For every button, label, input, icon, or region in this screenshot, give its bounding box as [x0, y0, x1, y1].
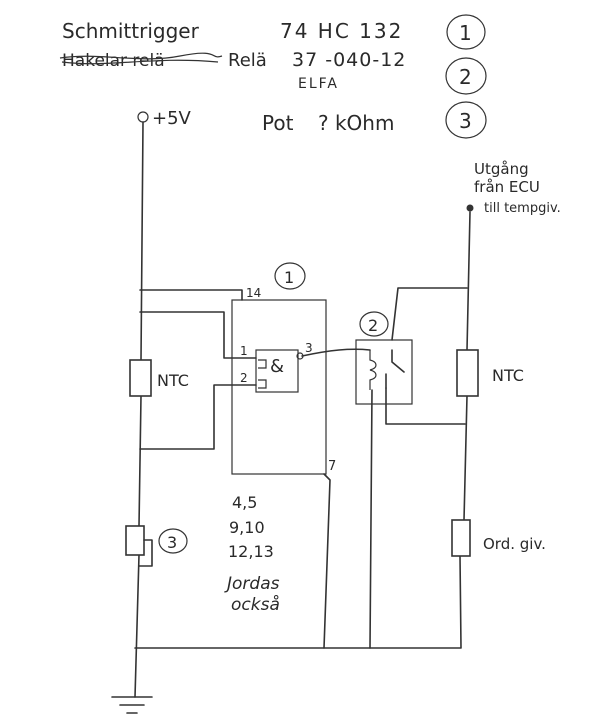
wire-vcc-to-chip	[139, 289, 243, 301]
ground-symbol	[111, 696, 153, 714]
chip-pin-in2: 2	[240, 371, 248, 385]
parts-list: Schmittrigger 74 HC 132 1 Hakelar relä R…	[59, 14, 487, 139]
pot-body	[125, 525, 145, 556]
nand-gate-body	[255, 349, 299, 393]
note-ref-circle-1	[446, 14, 486, 50]
ntc-left-body	[129, 359, 152, 397]
ground-note-2: 9,10	[229, 518, 265, 537]
temp-sensor: Ord. giv.	[451, 519, 546, 557]
wire-pin7	[323, 473, 331, 649]
ntc-left: NTC	[129, 359, 189, 397]
wire-relay-bottom	[385, 387, 466, 425]
note-schmitt-label: Schmittrigger	[62, 19, 200, 43]
relay-outline	[355, 339, 413, 405]
gate-symbol: &	[270, 356, 284, 377]
chip-ref-circle	[274, 262, 306, 290]
wire-left-rail	[134, 121, 144, 698]
chip-ref: 1	[284, 268, 294, 287]
output-terminal-dot	[466, 204, 474, 212]
wire-relay-top	[391, 287, 468, 341]
ntc-right: NTC	[456, 349, 524, 397]
ntc-right-body	[456, 349, 479, 397]
note-pot-part: ? kOhm	[318, 111, 394, 135]
ground-note-5: också	[231, 594, 280, 615]
supply-terminal-dot	[137, 111, 149, 123]
output-label-2: från ECU	[474, 178, 540, 196]
output-terminal: Utgång från ECU till tempgiv.	[466, 160, 561, 216]
wiring	[134, 121, 471, 698]
ground-note: 4,5 9,10 12,13 Jordas också	[224, 493, 280, 615]
relay-contact	[385, 349, 405, 389]
ntc-right-label: NTC	[492, 366, 524, 385]
note-ref-circle-2	[445, 57, 487, 95]
ground-note-3: 12,13	[228, 542, 274, 561]
note-schmitt-part: 74 HC 132	[280, 19, 403, 43]
wire-gate-out	[301, 348, 371, 357]
ntc-left-label: NTC	[157, 371, 189, 390]
relay-ref-circle	[359, 311, 389, 337]
supply-terminal: +5V	[137, 108, 192, 129]
pot-wiper	[138, 539, 153, 567]
note-relay-part: 37 -040-12	[292, 49, 406, 71]
chip-pin-gnd: 7	[328, 459, 336, 474]
note-ref-2: 2	[459, 65, 472, 89]
note-ref-circle-3	[445, 101, 487, 139]
note-pot-label: Pot	[262, 111, 294, 135]
wire-pin2	[139, 384, 257, 450]
schmitt-symbol-1	[258, 359, 267, 369]
output-label-3: till tempgiv.	[484, 201, 561, 216]
wire-right-rail	[463, 211, 471, 521]
gate-inverter-bubble	[296, 352, 304, 360]
chip-pin-out: 3	[305, 341, 313, 355]
wire-pin1	[139, 311, 257, 359]
sensor-body	[451, 519, 471, 557]
relay-ref: 2	[368, 316, 378, 335]
wire-relay-coil-gnd	[369, 389, 373, 649]
sensor-label: Ord. giv.	[483, 535, 546, 553]
chip-pin-in1: 1	[240, 344, 248, 358]
ground-note-1: 4,5	[232, 493, 257, 512]
pot-ref: 3	[167, 533, 177, 552]
supply-label: +5V	[152, 108, 192, 129]
schmitt-symbol-2	[258, 379, 267, 389]
ground-note-4: Jordas	[224, 574, 280, 594]
note-relay-label: Relä	[228, 50, 267, 71]
relay: 2	[355, 311, 413, 405]
pot-ref-circle	[158, 528, 188, 554]
output-label-1: Utgång	[474, 160, 529, 178]
ground-symbol-lines	[111, 696, 153, 714]
chip-pin-vcc: 14	[246, 286, 261, 300]
note-ref-1: 1	[459, 21, 472, 45]
note-ref-3: 3	[459, 109, 472, 133]
strike-through	[59, 52, 223, 65]
relay-coil	[369, 350, 377, 390]
potentiometer: 3	[125, 525, 188, 567]
note-relay-maker: ELFA	[298, 76, 339, 92]
wire-ground-bus	[134, 555, 462, 649]
chip-outline	[231, 299, 327, 475]
schmitt-trigger-ic: 1 14 1 2 3 7 &	[231, 262, 336, 475]
